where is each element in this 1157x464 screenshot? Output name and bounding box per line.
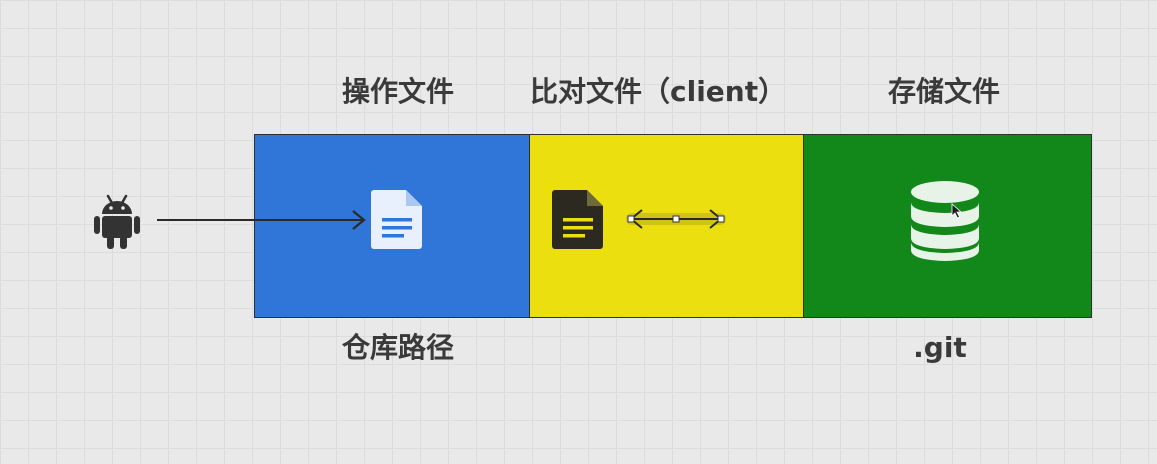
mouse-cursor-icon xyxy=(951,203,963,219)
label-operate-files: 操作文件 xyxy=(341,75,454,108)
document-icon xyxy=(370,188,424,250)
label-compare-files: 比对文件（client） xyxy=(530,75,787,108)
database-icon xyxy=(909,180,981,262)
label-store-files: 存储文件 xyxy=(887,75,1000,108)
document-icon xyxy=(551,188,605,250)
label-repo-path: 仓库路径 xyxy=(341,331,454,364)
android-icon xyxy=(92,192,142,250)
label-git: .git xyxy=(913,331,967,364)
double-arrow-icon[interactable] xyxy=(622,206,730,232)
arrow-icon xyxy=(157,210,366,230)
